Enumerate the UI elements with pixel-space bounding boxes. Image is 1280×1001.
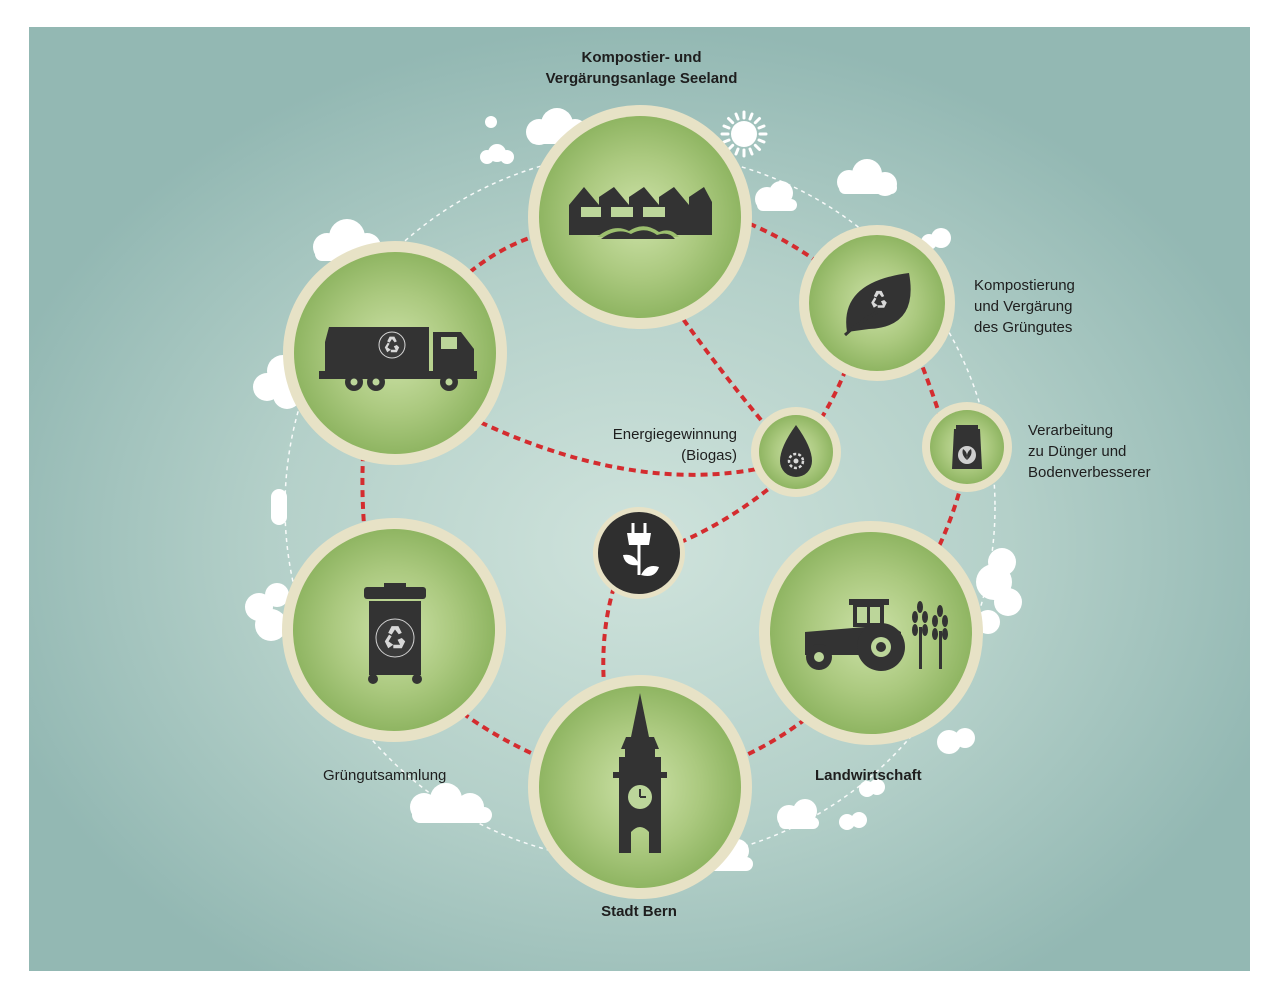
arrow-composting-to-energy <box>817 346 856 424</box>
clock-tower-icon <box>613 693 667 853</box>
arrow-energy-to-plug <box>673 480 779 547</box>
node-collection <box>282 518 506 742</box>
cycle-diagram <box>29 27 1250 971</box>
label-composting-line2: und Vergärung <box>974 298 1073 315</box>
arrow-energy-to-truck <box>458 410 768 477</box>
label-processing: Verarbeitung zu Dünger und Bodenverbesse… <box>1028 420 1151 483</box>
arrow-composting-to-processing <box>912 344 943 420</box>
label-energy-line2: (Biogas) <box>681 447 737 464</box>
factory-icon <box>569 187 712 239</box>
node-plug <box>593 507 685 599</box>
node-plant <box>528 105 752 329</box>
label-plant-line1: Kompostier- und <box>581 49 702 66</box>
label-processing-line2: zu Dünger und <box>1028 443 1127 460</box>
cloud-icon <box>245 108 1022 871</box>
label-collection: Grüngutsammlung <box>323 767 447 784</box>
label-plant-line2: Vergärungsanlage Seeland <box>545 70 738 87</box>
garbage-truck-icon <box>319 327 477 391</box>
fertilizer-bag-icon <box>952 425 982 469</box>
label-plant: Kompostier- und Vergärungsanlage Seeland <box>494 47 789 89</box>
label-energy: Energiegewinnung (Biogas) <box>559 424 737 466</box>
leaf-recycle-icon <box>843 273 911 337</box>
label-composting-line3: des Grüngutes <box>974 319 1073 336</box>
tractor-icon <box>805 599 905 671</box>
label-composting-line1: Kompostierung <box>974 277 1075 294</box>
wheat-icon <box>912 601 948 669</box>
label-agriculture: Landwirtschaft <box>815 767 922 784</box>
biogas-drop-icon <box>780 425 812 477</box>
node-energy <box>751 407 841 497</box>
sun-icon <box>720 110 768 158</box>
node-processing <box>922 402 1012 492</box>
electric-plug-icon <box>623 523 659 576</box>
label-city: Stadt Bern <box>601 903 677 920</box>
node-agriculture <box>759 521 983 745</box>
label-composting: Kompostierung und Vergärung des Grüngute… <box>974 275 1075 338</box>
recycling-bin-icon <box>364 583 426 684</box>
label-energy-line1: Energiegewinnung <box>612 426 737 443</box>
diagram-canvas: Kompostier- und Vergärungsanlage Seeland… <box>29 27 1250 971</box>
label-processing-line3: Bodenverbesserer <box>1028 464 1151 481</box>
node-composting <box>799 225 955 381</box>
node-city <box>528 675 752 899</box>
node-truck <box>283 241 507 465</box>
label-processing-line1: Verarbeitung <box>1028 422 1114 439</box>
arrow-energy-to-plant <box>662 290 763 422</box>
